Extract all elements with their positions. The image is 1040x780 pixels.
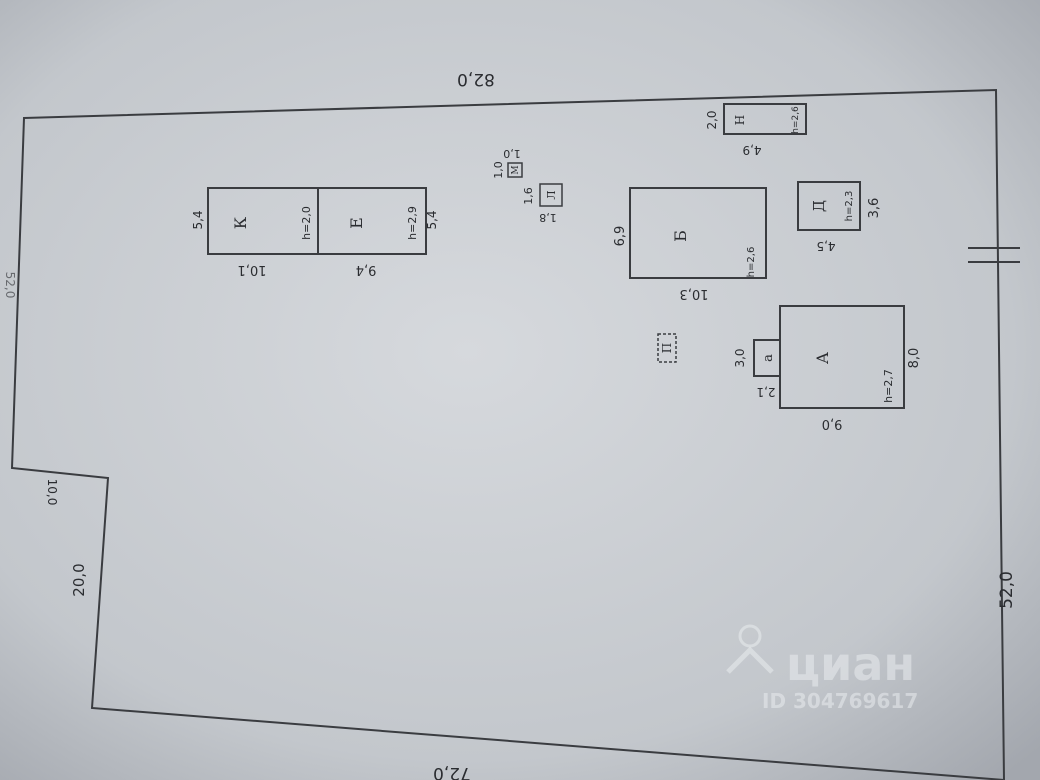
plot-dim-top: 82,0 (457, 69, 495, 89)
building-l-letter: Л (545, 190, 558, 199)
watermark: циан ID 304769617 (726, 624, 918, 713)
map-pin-icon (726, 624, 774, 674)
building-n-height: h=2,6 (791, 106, 801, 134)
building-a-height: h=2,7 (882, 369, 895, 403)
building-a: А 8,0 9,0 h=2,7 а 3,0 2,1 (733, 305, 922, 431)
building-e-height: h=2,9 (406, 206, 419, 240)
building-e-length: 9,4 (356, 262, 377, 277)
structure-p-letter: П (660, 343, 674, 353)
building-l-d2: 1,8 (539, 211, 557, 224)
building-a-letter: А (813, 352, 832, 364)
building-k-width: 5,4 (191, 210, 205, 229)
plot-dim-bottom: 72,0 (433, 763, 471, 780)
plot-boundary (10, 88, 1006, 780)
building-d-length: 4,5 (816, 239, 835, 253)
watermark-id: ID 304769617 (762, 689, 918, 713)
structure-p: П (657, 333, 677, 363)
building-annex-a-letter: а (761, 354, 776, 362)
building-d: Д 3,6 4,5 h=2,3 (797, 181, 882, 253)
plot-dim-right: 52,0 (997, 571, 1017, 609)
watermark-brand: циан (786, 637, 915, 691)
building-e-width: 5,4 (425, 210, 439, 229)
building-k-height: h=2,0 (300, 206, 313, 240)
building-b: Б 6,9 10,3 h=2,6 (613, 187, 767, 301)
building-l-d1: 1,6 (522, 187, 535, 205)
building-n-letter: Н (733, 115, 747, 125)
building-d-width: 3,6 (867, 198, 882, 219)
building-b-height: h=2,6 (746, 247, 757, 278)
building-m-d1: 1,0 (492, 161, 505, 179)
building-k-letter: К (231, 216, 250, 229)
building-d-height: h=2,3 (844, 191, 855, 222)
building-e-letter: Е (347, 217, 366, 229)
building-b-length: 10,3 (680, 286, 709, 301)
building-n: Н 2,0 4,9 h=2,6 (705, 103, 807, 157)
building-annex-a-width: 3,0 (733, 348, 747, 367)
building-d-letter: Д (810, 200, 828, 212)
building-b-width: 6,9 (613, 226, 628, 247)
building-annex-a-length: 2,1 (756, 385, 775, 399)
plot-dim-notch-long: 20,0 (70, 563, 88, 596)
building-a-width: 8,0 (907, 348, 922, 369)
building-l-m: М 1,0 1,0 Л 1,6 1,8 (492, 147, 563, 224)
plot-dim-notch-short: 10,0 (45, 479, 59, 506)
building-m-letter: М (511, 165, 521, 174)
building-k-length: 10,1 (238, 262, 267, 277)
building-m-d2: 1,0 (503, 147, 521, 160)
gate-mark (968, 247, 1020, 263)
building-a-length: 9,0 (822, 416, 843, 431)
building-b-letter: Б (671, 230, 690, 242)
building-n-width: 2,0 (705, 110, 719, 129)
plot-dim-left: 52,0 (3, 272, 17, 299)
building-n-length: 4,9 (742, 143, 761, 157)
building-k-e: К 5,4 10,1 h=2,0 Е 5,4 9,4 h=2,9 (191, 187, 439, 277)
